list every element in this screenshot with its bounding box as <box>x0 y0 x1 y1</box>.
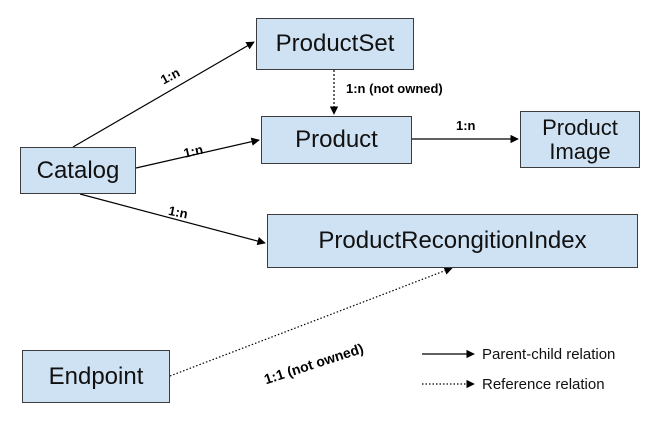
node-catalog: Catalog <box>20 147 136 194</box>
edge-catalog-index <box>79 193 266 246</box>
legend-dotted-label: Reference relation <box>482 376 605 393</box>
node-product-image: Product Image <box>520 111 640 168</box>
node-recognition-index: ProductRecongitionIndex <box>267 214 638 268</box>
legend-solid-label: Parent-child relation <box>482 346 616 363</box>
edge-endpoint-index <box>169 266 453 377</box>
node-product-image-label: Product Image <box>542 115 618 164</box>
edge-catalog-productset <box>72 41 255 148</box>
node-endpoint: Endpoint <box>22 350 170 403</box>
edge-catalog-product <box>135 137 260 169</box>
node-productset-label: ProductSet <box>275 30 395 58</box>
node-product-label: Product <box>295 126 378 154</box>
node-recognition-index-label: ProductRecongitionIndex <box>318 227 587 255</box>
node-endpoint-label: Endpoint <box>48 362 144 390</box>
node-product: Product <box>261 116 412 164</box>
edge-label-productset-product: 1:n (not owned) <box>346 81 443 96</box>
edge-label-product-image: 1:n <box>456 118 476 133</box>
node-productset: ProductSet <box>256 18 414 70</box>
node-catalog-label: Catalog <box>36 156 120 184</box>
